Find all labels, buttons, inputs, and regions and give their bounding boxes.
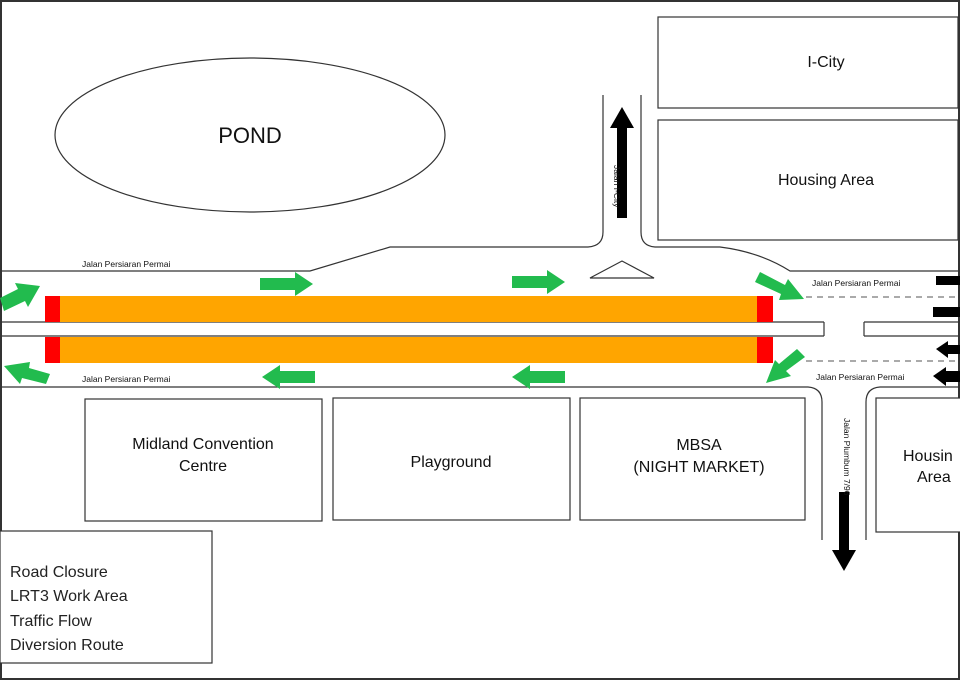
housing-area-top-label: Housing Area [778,172,874,189]
midland-convention-block [84,398,323,522]
road-closure-ne [757,296,773,322]
diversion-route-arrows [610,107,960,571]
legend-lrt3-work-area: LRT3 Work Area [10,588,128,605]
diversion-arrow-south [832,550,856,571]
traffic-flow-arrow-west-1 [262,365,315,389]
road-edge-north-left [0,95,604,272]
road-closure-se [757,337,773,363]
housing-area-right-block [875,397,960,533]
road-label-persiaran-bottom-left: Jalan Persiaran Permai [82,374,170,384]
traffic-flow-arrow-nw [0,283,40,311]
road-closure-sw [45,337,60,363]
road-closure-nw [45,296,60,322]
diversion-arrow-north [610,107,634,138]
legend-traffic-flow: Traffic Flow [10,613,92,630]
diversion-bar-2 [933,307,960,317]
mbsa-label-line1: MBSA [676,437,722,454]
diversion-arrow-west-2 [933,367,960,386]
legend-road-closure: Road Closure [10,564,108,581]
mbsa-label-line2: (NIGHT MARKET) [633,459,764,476]
playground-block [332,397,571,521]
road-label-persiaran-top-left: Jalan Persiaran Permai [82,259,170,269]
diversion-arrow-west-1 [936,341,960,358]
housing-right-label-line1: Housin [903,448,953,465]
traffic-island [589,260,655,279]
traffic-flow-arrow-east-2 [512,270,565,294]
road-label-persiaran-top-right: Jalan Persiaran Permai [812,278,900,288]
icity-label: I-City [807,54,844,71]
road-label-persiaran-bottom-right: Jalan Persiaran Permai [816,372,904,382]
work-area-south [60,337,758,363]
road-edge-south-left [0,386,823,540]
midland-label-line2: Centre [179,458,227,475]
traffic-flow-arrow-ne [755,272,804,300]
traffic-flow-arrow-sw [4,362,50,384]
housing-area-top-block [657,119,959,241]
midland-label-line1: Midland Convention [132,436,273,453]
traffic-flow-arrows [0,270,805,389]
legend: Road Closure LRT3 Work Area Traffic Flow… [0,530,213,664]
traffic-flow-arrow-west-2 [512,365,565,389]
road-edge-south-right [865,386,960,540]
road-edge-north-right [640,95,960,272]
road-label-jalan-plumbum: Jalan Plumbum 7/96 [842,418,852,496]
legend-box [0,530,213,664]
road-label-jalan-icity: Jalan I-City [612,165,622,208]
traffic-flow-arrow-east-1 [260,272,313,296]
mbsa-block [579,397,806,521]
icity-block [657,16,959,109]
pond-label: POND [218,123,282,148]
housing-right-label-line2: Area [917,469,951,486]
work-area-north [60,296,758,322]
legend-diversion-route: Diversion Route [10,637,124,654]
diversion-shaft-north [617,128,627,218]
diversion-bar-1 [936,276,960,285]
playground-label: Playground [411,454,492,471]
pond-ellipse [54,57,446,213]
diversion-shaft-south [839,492,849,552]
traffic-flow-arrow-se [766,349,805,383]
